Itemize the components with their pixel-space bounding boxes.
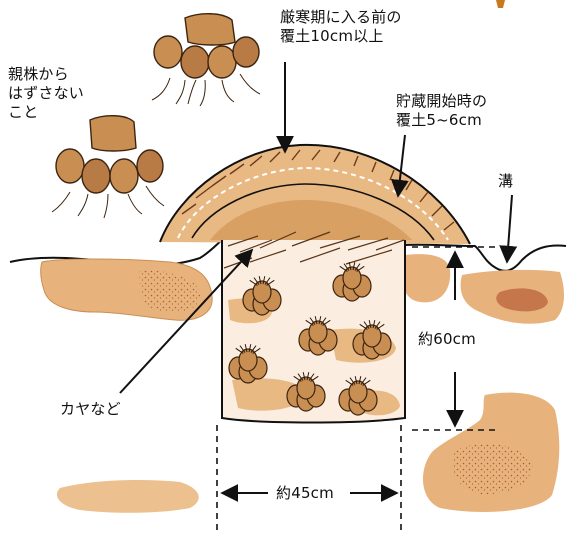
corner-mark	[496, 0, 505, 8]
soil-bottom-left	[57, 480, 199, 513]
label-initial-soil: 貯蔵開始時の 覆土5~6cm	[396, 92, 487, 130]
label-straw: カヤなど	[60, 400, 121, 419]
arrow-ditch	[507, 195, 512, 262]
label-ditch: 溝	[498, 172, 513, 191]
label-deep-soil: 厳寒期に入る前の 覆土10cm以上	[280, 8, 402, 46]
parent-plant-upper	[152, 14, 260, 106]
label-parent-plant: 親株から はずさない こと	[8, 65, 84, 122]
label-depth: 約60cm	[418, 330, 476, 349]
soil-right-upper	[402, 254, 450, 302]
label-width: 約45cm	[276, 484, 334, 503]
parent-plant-lower	[52, 116, 164, 218]
